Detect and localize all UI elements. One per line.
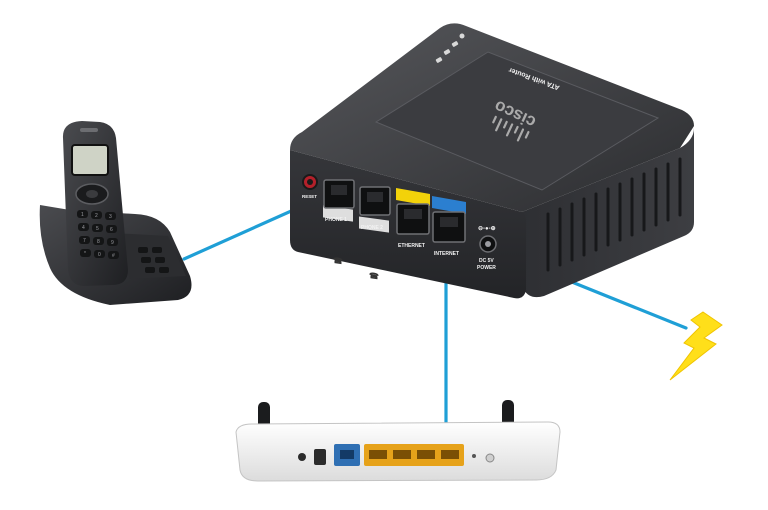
- router-reset-hole: [472, 454, 476, 458]
- svg-text:#: #: [112, 253, 115, 259]
- svg-text:4: 4: [82, 225, 85, 231]
- device-status-leds: [435, 33, 465, 63]
- internet-port: INTERNET: [432, 196, 466, 257]
- phone-base-buttons: [138, 247, 169, 273]
- router-power-jack: [314, 449, 326, 465]
- svg-text:7: 7: [83, 238, 86, 244]
- ethernet-label: ETHERNET: [398, 243, 425, 249]
- svg-text:⊖-●-⊕: ⊖-●-⊕: [478, 226, 496, 232]
- router-lan-ports: [364, 444, 464, 466]
- phone-keypad: [77, 210, 119, 259]
- power-label-top: DC 5V: [479, 258, 494, 264]
- cordless-phone: 1 2 3 4 5 6 7 8 9 * 0 #: [39, 121, 192, 305]
- phone2-port: ☎ PHONE 2: [359, 186, 391, 281]
- svg-text:0: 0: [98, 252, 101, 258]
- wifi-router: [235, 400, 561, 482]
- device-vents: [546, 157, 682, 272]
- phone1-port: ☎ PHONE 1: [323, 179, 355, 266]
- svg-text:9: 9: [111, 240, 114, 246]
- ethernet-port: ETHERNET: [396, 188, 430, 249]
- cisco-ata-device: ATA with Router cisco RESET ☎ PHONE 1: [290, 23, 694, 299]
- svg-text:☎: ☎: [333, 256, 343, 266]
- svg-text:3: 3: [109, 214, 112, 220]
- svg-text:5: 5: [96, 226, 99, 232]
- svg-text:*: *: [84, 251, 86, 257]
- svg-text:☎: ☎: [369, 271, 379, 281]
- svg-text:1: 1: [81, 212, 84, 218]
- phone2-label: PHONE 2: [361, 225, 383, 231]
- internet-label: INTERNET: [434, 251, 459, 257]
- phone1-label: PHONE 1: [325, 217, 347, 223]
- router-wps-button: [485, 453, 495, 463]
- power-port: ⊖-●-⊕ DC 5V POWER: [477, 226, 497, 271]
- svg-text:6: 6: [110, 227, 113, 233]
- router-power-button: [298, 453, 306, 461]
- phone-earpiece: [80, 128, 98, 132]
- svg-text:2: 2: [95, 213, 98, 219]
- svg-text:8: 8: [97, 239, 100, 245]
- reset-label: RESET: [302, 194, 317, 199]
- power-label-bottom: POWER: [477, 265, 496, 271]
- device-top-panel: [374, 51, 660, 191]
- phone-screen: [71, 144, 109, 176]
- lightning-bolt-icon: [669, 311, 723, 381]
